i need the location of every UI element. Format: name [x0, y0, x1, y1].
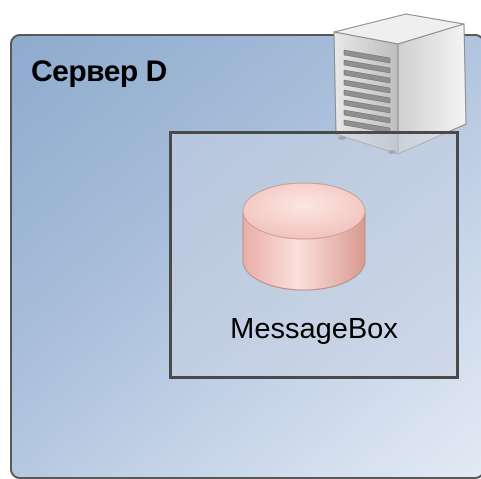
messagebox-label: MessageBox — [230, 313, 398, 345]
server-tower-icon — [333, 13, 467, 155]
database-cylinder-icon — [242, 182, 366, 291]
server-title: Сервер D — [31, 55, 167, 88]
